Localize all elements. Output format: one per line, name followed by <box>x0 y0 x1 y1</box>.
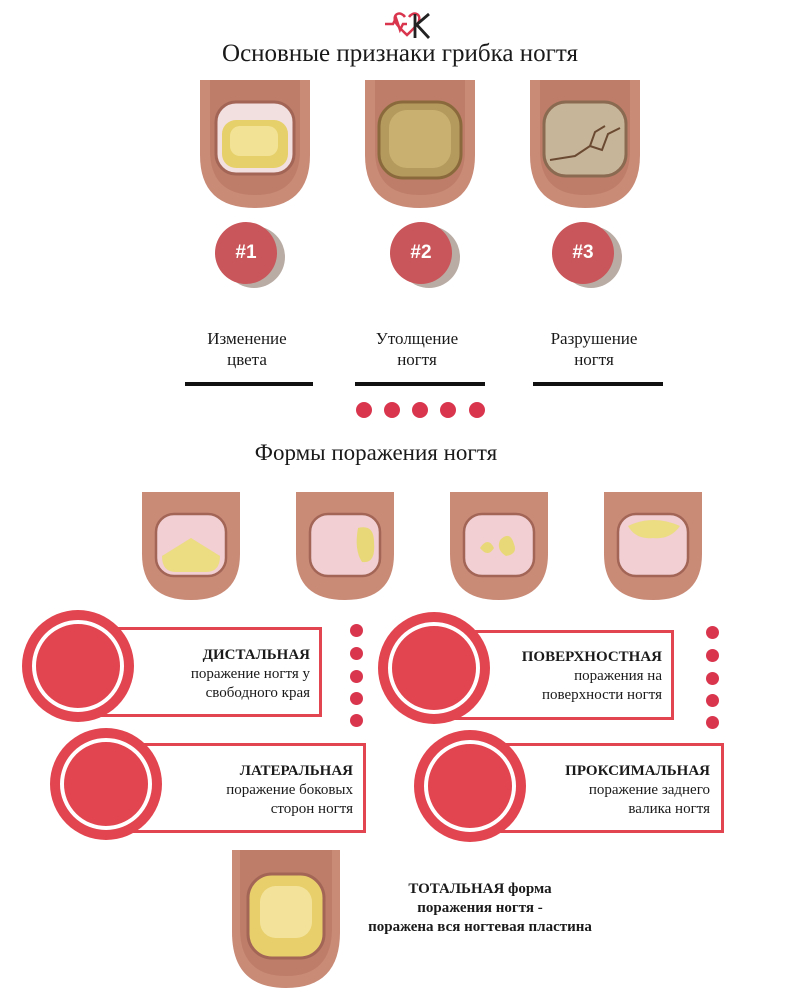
decor-dot <box>706 626 719 639</box>
badge-3: #3 <box>552 222 622 292</box>
toe-thickening-image <box>365 80 475 208</box>
divider-2 <box>355 382 485 386</box>
form-name-distal: ДИСТАЛЬНАЯ <box>202 647 310 663</box>
badge-1-label: #1 <box>215 222 277 284</box>
form-circle-lateral-inner <box>60 738 152 830</box>
form-desc-distal-1: поражение ногтя у <box>190 666 310 682</box>
form-name-lateral: ЛАТЕРАЛЬНАЯ <box>239 763 353 779</box>
form-desc-lateral-2: сторон ногтя <box>270 801 353 817</box>
toe-superficial-image <box>296 492 394 600</box>
form-desc-proximal-2: валика ногтя <box>628 801 710 817</box>
total-line-3: поражена вся ногтевая пластина <box>368 919 592 935</box>
form-circle-distal-inner <box>32 620 124 712</box>
total-line-2: поражения ногтя - <box>417 900 543 916</box>
form-desc-distal-2: свободного края <box>205 685 310 701</box>
forms-title: Формы поражения ногтя <box>254 440 498 465</box>
toe-proximal-image <box>604 492 702 600</box>
form-circle-proximal-inner <box>424 740 516 832</box>
decor-dot <box>350 670 363 683</box>
form-desc-proximal-1: поражение заднего <box>588 782 710 798</box>
decor-dot <box>706 649 719 662</box>
badge-1: #1 <box>215 222 285 292</box>
divider-1 <box>185 382 313 386</box>
decor-dot <box>350 624 363 637</box>
badge-3-label: #3 <box>552 222 614 284</box>
sign-label-3-line2: ногтя <box>574 350 614 369</box>
toe-discoloration-image <box>200 80 310 208</box>
toe-lateral-image <box>450 492 548 600</box>
page-title: Основные признаки грибка ногтя <box>222 40 578 67</box>
form-desc-superficial-2: поверхности ногтя <box>541 687 662 703</box>
sign-label-1-line2: цвета <box>227 350 267 369</box>
toe-distal-image <box>142 492 240 600</box>
badge-2-label: #2 <box>390 222 452 284</box>
decor-dot <box>706 694 719 707</box>
form-circle-superficial-inner <box>388 622 480 714</box>
decor-dot <box>350 647 363 660</box>
toe-total-image <box>232 850 340 988</box>
sign-label-2: Утолщение ногтя <box>337 328 497 370</box>
decor-dot <box>706 716 719 729</box>
sign-label-3-line1: Разрушение <box>550 329 638 348</box>
total-line-1: ТОТАЛЬНАЯ форма <box>408 881 552 897</box>
decor-dot <box>350 692 363 705</box>
sign-label-2-line1: Утолщение <box>375 329 459 348</box>
form-card-lateral <box>122 743 366 833</box>
form-desc-lateral-1: поражение боковых <box>226 782 353 798</box>
form-desc-superficial-1: поражения на <box>574 668 662 684</box>
sign-label-1: Изменение цвета <box>167 328 327 370</box>
form-text-lateral: ЛАТЕРАЛЬНАЯ поражение боковых сторон ног… <box>175 762 353 819</box>
sign-label-1-line1: Изменение <box>207 329 287 348</box>
total-form-text: ТОТАЛЬНАЯ форма поражения ногтя - пораже… <box>330 880 630 937</box>
decor-dot <box>469 402 485 418</box>
form-text-superficial: ПОВЕРХНОСТНАЯ поражения на поверхности н… <box>490 648 662 705</box>
divider-3 <box>533 382 663 386</box>
form-name-proximal: ПРОКСИМАЛЬНАЯ <box>565 763 710 779</box>
toe-destruction-image <box>530 80 640 208</box>
decor-dot <box>384 402 400 418</box>
heart-pulse-logo <box>385 12 431 39</box>
decor-dot <box>440 402 456 418</box>
form-card-distal <box>100 627 322 717</box>
decor-dot <box>350 714 363 727</box>
form-text-proximal: ПРОКСИМАЛЬНАЯ поражение заднего валика н… <box>525 762 710 819</box>
decor-dot <box>706 672 719 685</box>
badge-2: #2 <box>390 222 460 292</box>
sign-label-3: Разрушение ногтя <box>514 328 674 370</box>
form-text-distal: ДИСТАЛЬНАЯ поражение ногтя у свободного … <box>140 646 310 703</box>
decor-dot <box>412 402 428 418</box>
decor-dot <box>356 402 372 418</box>
form-name-superficial: ПОВЕРХНОСТНАЯ <box>521 649 662 665</box>
sign-label-2-line2: ногтя <box>397 350 437 369</box>
